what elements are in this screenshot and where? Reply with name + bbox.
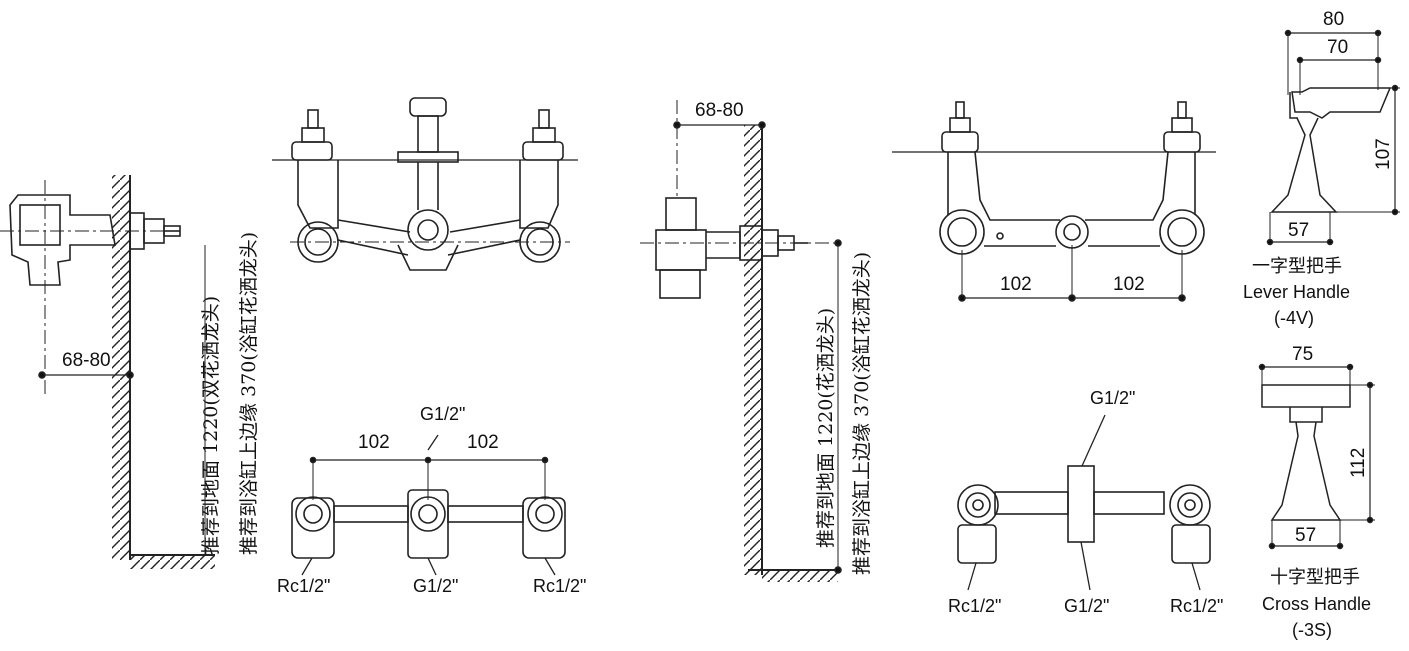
left-bottom-spacing-left: 102 bbox=[358, 432, 390, 453]
cross-width-total: 75 bbox=[1292, 344, 1313, 365]
right-front-spacing-left: 102 bbox=[1000, 274, 1032, 295]
lever-handle-drawing bbox=[1266, 29, 1400, 246]
lever-base-width: 57 bbox=[1288, 220, 1309, 241]
lever-name-cn: 一字型把手 bbox=[1252, 256, 1342, 276]
right-front-spacing-right: 102 bbox=[1113, 274, 1145, 295]
right-front-view bbox=[892, 101, 1216, 302]
left-bottom-left-port-label: Rc1/2" bbox=[277, 576, 330, 596]
cross-height: 112 bbox=[1348, 448, 1369, 478]
left-height-note-2: 推荐到浴缸上边缘 370(浴缸花洒龙头) bbox=[238, 232, 260, 555]
middle-height-note-2: 推荐到浴缸上边缘 370(浴缸花洒龙头) bbox=[851, 252, 873, 575]
right-bottom-view bbox=[957, 414, 1211, 591]
left-bottom-view bbox=[291, 434, 566, 576]
left-height-notes: 推荐到地面 1220(双花洒龙头) 推荐到浴缸上边缘 370(浴缸花洒龙头) bbox=[200, 232, 260, 555]
cross-name-en: Cross Handle bbox=[1262, 594, 1371, 614]
cross-code: (-3S) bbox=[1292, 620, 1332, 640]
lever-name-en: Lever Handle bbox=[1243, 282, 1350, 302]
middle-height-notes: 推荐到地面 1220(花洒龙头) 推荐到浴缸上边缘 370(浴缸花洒龙头) bbox=[815, 252, 873, 575]
lever-height: 107 bbox=[1373, 138, 1394, 170]
left-bottom-center-port-label: G1/2" bbox=[413, 576, 458, 596]
left-bottom-spacing-right: 102 bbox=[467, 432, 499, 453]
left-wall-depth-label: 68-80 bbox=[62, 350, 111, 371]
left-bottom-right-port-label: Rc1/2" bbox=[533, 576, 586, 596]
cross-base-width: 57 bbox=[1295, 525, 1316, 546]
left-height-note-1: 推荐到地面 1220(双花洒龙头) bbox=[200, 296, 222, 555]
middle-height-note-1: 推荐到地面 1220(花洒龙头) bbox=[815, 308, 837, 548]
left-side-view bbox=[0, 175, 215, 569]
left-bottom-top-port-label: G1/2" bbox=[420, 404, 465, 424]
lever-width-total: 80 bbox=[1323, 9, 1344, 30]
left-front-view bbox=[272, 97, 578, 271]
right-bottom-center-port-label: G1/2" bbox=[1064, 596, 1109, 616]
middle-wall-depth-label: 68-80 bbox=[695, 100, 744, 121]
cross-name-cn: 十字型把手 bbox=[1270, 567, 1360, 587]
lever-code: (-4V) bbox=[1274, 308, 1314, 328]
cross-handle-drawing bbox=[1258, 363, 1375, 550]
right-bottom-top-port-label: G1/2" bbox=[1090, 388, 1135, 408]
right-bottom-left-port-label: Rc1/2" bbox=[948, 596, 1001, 616]
lever-width-inner: 70 bbox=[1327, 37, 1348, 58]
right-bottom-right-port-label: Rc1/2" bbox=[1170, 596, 1223, 616]
middle-side-view bbox=[640, 100, 842, 582]
